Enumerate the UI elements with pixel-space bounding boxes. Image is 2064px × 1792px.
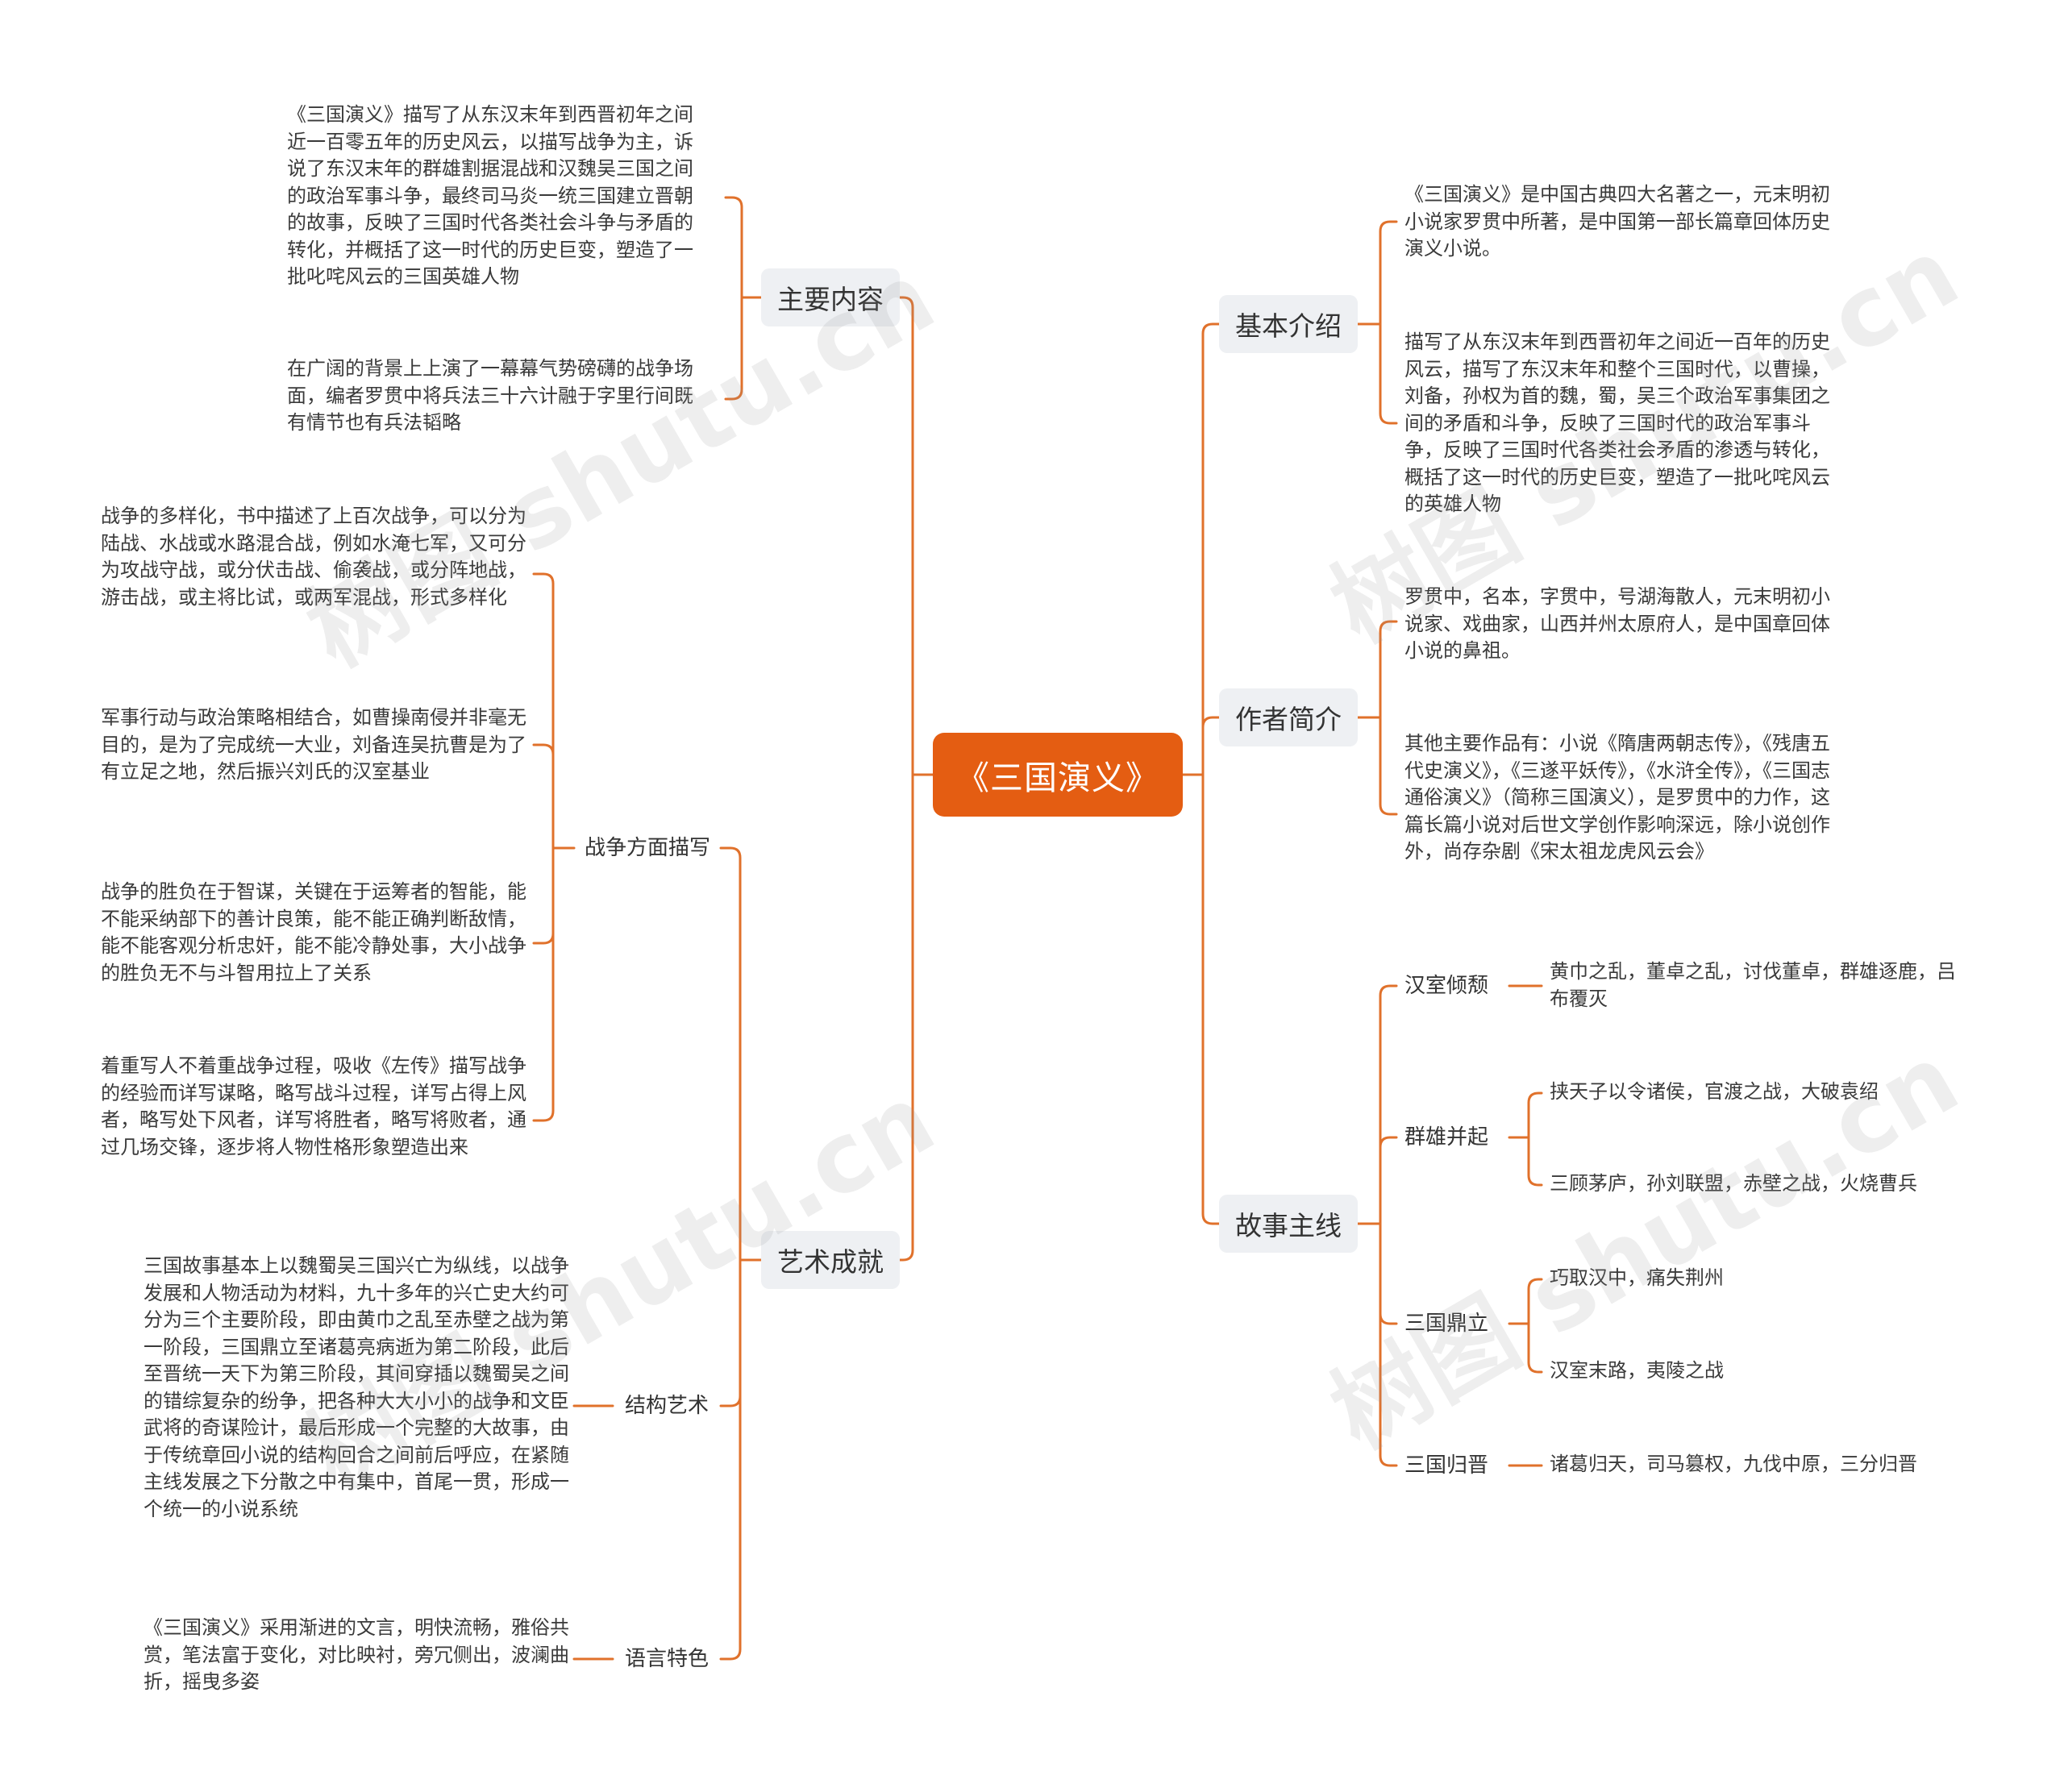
leaf-structure-1: 三国故事基本上以魏蜀吴三国兴亡为纵线，以战争发展和人物活动为材料，九十多年的兴亡… <box>144 1254 569 1520</box>
war-leaves-link <box>532 743 555 850</box>
leaf-language-1: 《三国演义》采用渐进的文言，明快流畅，雅俗共赏，笔法富于变化，对比映衬，旁冗侧出… <box>144 1616 569 1693</box>
phase2-leaves-link <box>1527 1278 1543 1325</box>
story-phases-link <box>1379 1222 1398 1467</box>
war-leaves-link <box>532 846 555 1122</box>
phase2-leaves-link <box>1527 1322 1543 1374</box>
phase-qunxiong[interactable]: 群雄并起 <box>1404 1125 1489 1150</box>
sub-structure[interactable]: 结构艺术 <box>624 1394 709 1418</box>
war-leaves-link <box>532 572 555 850</box>
war-leaves-link <box>532 846 555 945</box>
art-subs-link <box>719 1258 742 1661</box>
leaf-phase2-1: 巧取汉中，痛失荆州 <box>1550 1266 1724 1289</box>
main-leaves-link <box>724 196 743 299</box>
intro-leaves-link <box>1379 322 1398 425</box>
branch-story[interactable]: 故事主线 <box>1219 1195 1358 1253</box>
intro-leaves-link <box>1379 220 1398 326</box>
leaf-main-1: 《三国演义》描写了从东汉末年到西晋初年之间近一百零五年的历史风云，以描写战争为主… <box>287 103 693 288</box>
root-right-link <box>1201 716 1221 776</box>
leaf-phase3-1: 诸葛归天，司马篡权，九伐中原，三分归晋 <box>1550 1453 1917 1475</box>
phase1-leaves-link <box>1527 1136 1543 1187</box>
leaf-phase1-2: 三顾茅庐，孙刘联盟，赤壁之战，火烧曹兵 <box>1550 1172 1917 1195</box>
author-leaves-link <box>1379 716 1398 816</box>
leaf-main-2: 在广阔的背景上上演了一幕幕气势磅礴的战争场面，编者罗贯中将兵法三十六计融于字里行… <box>287 357 693 434</box>
art-subs-link <box>719 846 742 1262</box>
phase-guijin[interactable]: 三国归晋 <box>1404 1453 1489 1478</box>
sub-language[interactable]: 语言特色 <box>624 1647 709 1671</box>
phase-hanshi[interactable]: 汉室倾颓 <box>1404 974 1489 998</box>
leaf-war-3: 战争的胜负在于智谋，关键在于运筹者的智能，能不能采纳部下的善计良策，能不能正确判… <box>101 880 526 984</box>
story-phases-link <box>1379 1136 1398 1225</box>
leaf-war-4: 着重写人不着重战争过程，吸收《左传》描写战争的经验而详写谋略，略写战斗过程，详写… <box>101 1054 526 1158</box>
leaf-author-1: 罗贯中，名本，字贯中，号湖海散人，元末明初小说家、戏曲家，山西并州太原府人，是中… <box>1404 585 1830 662</box>
story-phases-link <box>1379 984 1398 1225</box>
root-left-link <box>898 773 914 1262</box>
leaf-phase1-1: 挟天子以令诸侯，官渡之战，大破袁绍 <box>1550 1080 1879 1103</box>
root-left-link <box>898 296 914 776</box>
branch-art[interactable]: 艺术成就 <box>761 1231 900 1289</box>
branch-author[interactable]: 作者简介 <box>1219 688 1358 746</box>
leaf-intro-2: 描写了从东汉末年到西晋初年之间近一百年的历史风云，描写了东汉末年和整个三国时代，… <box>1404 331 1830 515</box>
branch-intro[interactable]: 基本介绍 <box>1219 295 1358 353</box>
leaf-phase0-1: 黄巾之乱，董卓之乱，讨伐董卓，群雄逐鹿，吕布覆灭 <box>1550 960 1956 1010</box>
leaf-intro-1: 《三国演义》是中国古典四大名著之一，元末明初小说家罗贯中所著，是中国第一部长篇章… <box>1404 183 1830 260</box>
root-topic[interactable]: 《三国演义》 <box>933 733 1183 817</box>
root-right-link <box>1201 322 1221 776</box>
root-right-link <box>1201 773 1221 1225</box>
story-phases-link <box>1379 1222 1398 1325</box>
phase-dingli[interactable]: 三国鼎立 <box>1404 1312 1489 1336</box>
leaf-war-2: 军事行动与政治策略相结合，如曹操南侵并非毫无目的，是为了完成统一大业，刘备连吴抗… <box>101 706 526 783</box>
phase1-leaves-link <box>1527 1091 1543 1139</box>
leaf-phase2-2: 汉室末路，夷陵之战 <box>1550 1359 1724 1382</box>
main-leaves-link <box>724 296 743 401</box>
leaf-war-1: 战争的多样化，书中描述了上百次战争，可以分为陆战、水战或水路混合战，例如水淹七军… <box>101 505 526 609</box>
author-leaves-link <box>1379 620 1398 719</box>
branch-main-content[interactable]: 主要内容 <box>761 268 900 326</box>
art-subs-link <box>719 1258 742 1407</box>
leaf-author-2: 其他主要作品有：小说《隋唐两朝志传》，《残唐五代史演义》，《三遂平妖传》，《水浒… <box>1404 732 1830 863</box>
sub-war[interactable]: 战争方面描写 <box>584 836 710 860</box>
